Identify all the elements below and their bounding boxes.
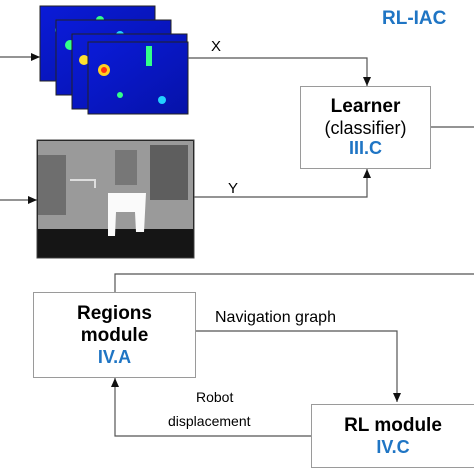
learner-node: Learner (classifier) III.C xyxy=(300,86,431,169)
depth-image xyxy=(36,139,195,259)
rl-title: RL module xyxy=(344,414,442,436)
learner-subtitle: (classifier) xyxy=(324,117,407,138)
saliency-map-stack xyxy=(39,5,189,115)
saliency-map-4 xyxy=(87,41,189,115)
edge-label-x: X xyxy=(211,38,222,55)
rl-module-node: RL module IV.C xyxy=(311,404,474,468)
regions-ref: IV.A xyxy=(97,346,132,367)
edge-x xyxy=(188,57,371,86)
edge-label-robot-1: Robot xyxy=(196,389,234,405)
edge-navigation xyxy=(196,330,401,402)
diagram-title: RL-IAC xyxy=(382,8,447,29)
edge-label-navigation: Navigation graph xyxy=(215,309,336,326)
feedback-line xyxy=(114,273,474,292)
rl-ref: IV.C xyxy=(376,436,410,457)
edge-label-robot-2: displacement xyxy=(168,413,251,429)
regions-title-1: Regions xyxy=(77,302,152,324)
learner-title: Learner xyxy=(330,95,401,117)
regions-title-2: module xyxy=(80,324,149,346)
regions-module-node: Regions module IV.A xyxy=(33,292,196,378)
learner-ref: III.C xyxy=(348,138,382,159)
edge-robot-displacement xyxy=(111,378,311,437)
edge-y xyxy=(194,169,371,198)
edge-label-y: Y xyxy=(228,180,239,197)
